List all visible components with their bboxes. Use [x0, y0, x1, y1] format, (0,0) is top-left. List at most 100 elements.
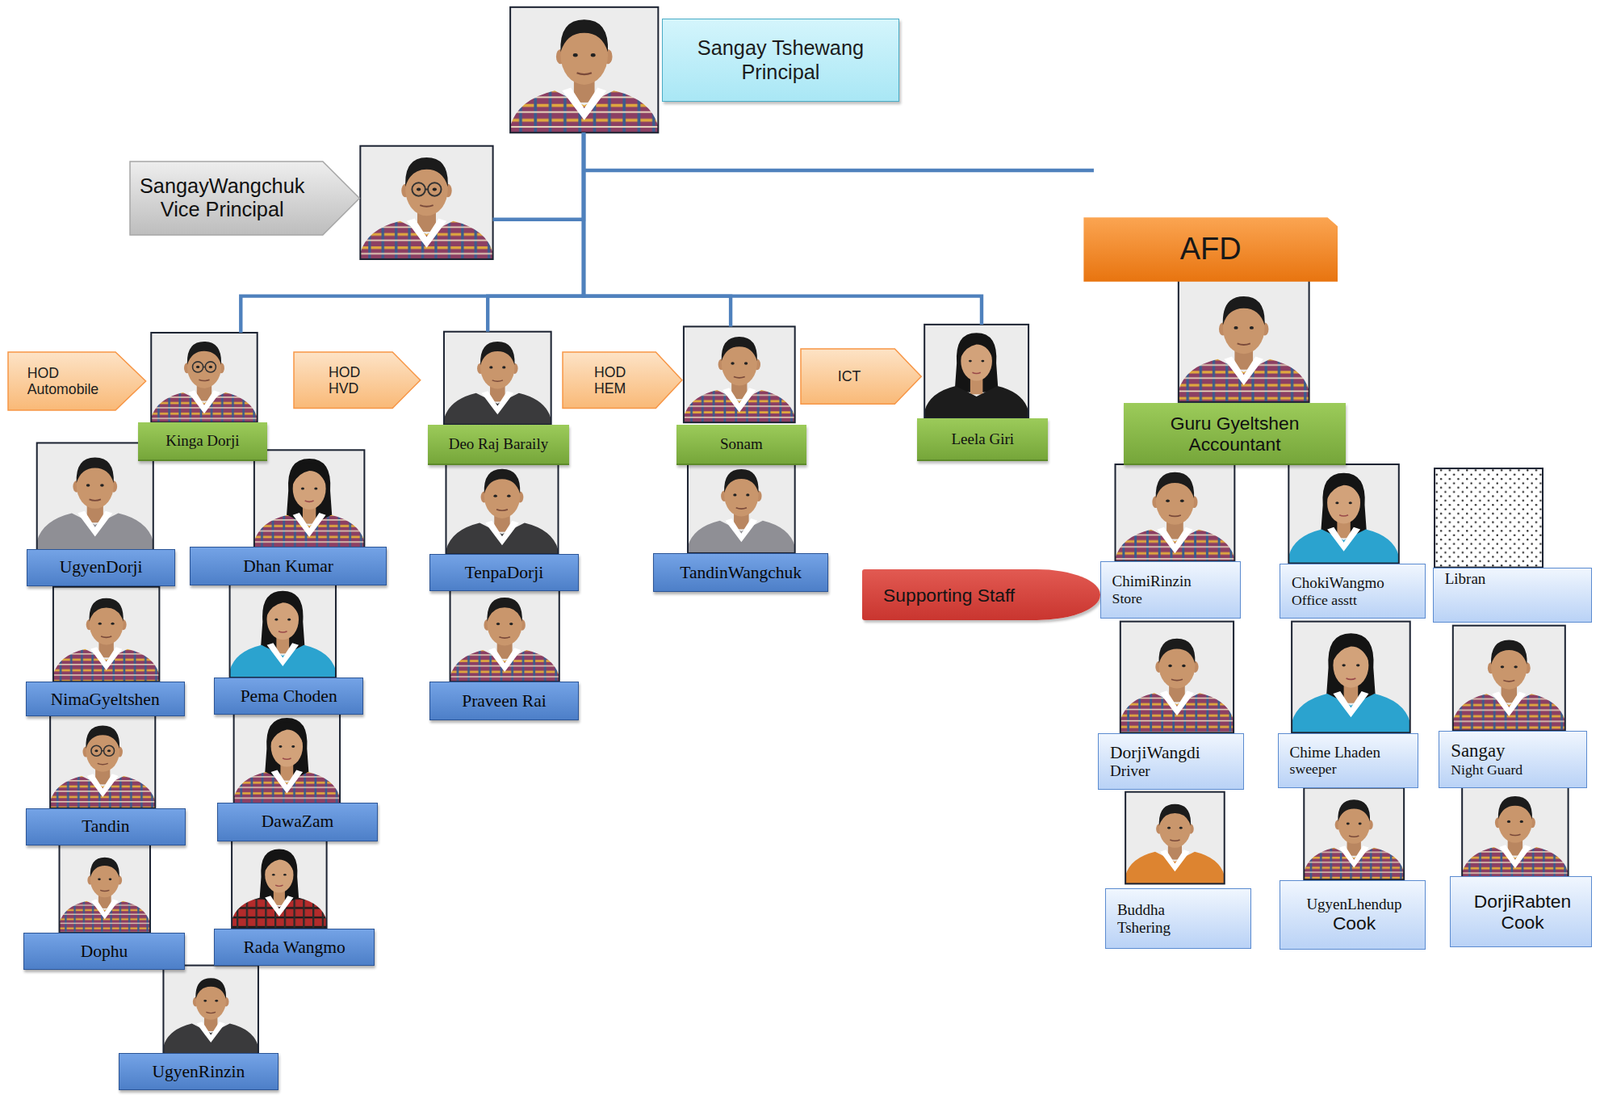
- name-plate: Deo Raj Baraily: [427, 424, 570, 466]
- person-card: Dhan Kumar: [189, 449, 387, 586]
- staff-name-plate: Pema Choden: [213, 677, 364, 715]
- portrait: [37, 438, 154, 555]
- support-name-plate: ChokiWangmoOffice asstt: [1279, 563, 1426, 619]
- photo-frame: [1178, 279, 1310, 403]
- photo-frame: [163, 965, 259, 1056]
- portrait: [1434, 463, 1543, 572]
- portrait: [1288, 458, 1399, 569]
- role-text: Vice Principal: [136, 197, 309, 222]
- name-text: Supporting Staff: [883, 584, 1093, 606]
- name-text: NimaGyeltshen: [31, 689, 180, 710]
- person-card: DawaZam: [217, 710, 378, 842]
- staff-name-plate: DawaZam: [217, 802, 378, 842]
- department-arrow: HOD HEM: [562, 351, 683, 409]
- org-connector: [583, 132, 982, 325]
- department-arrow: HOD Automobile: [8, 351, 147, 411]
- role-text: Driver: [1109, 762, 1236, 780]
- name-text: Pema Choden: [219, 686, 358, 707]
- photo-frame: [59, 843, 151, 933]
- name-text: ICT: [837, 368, 862, 385]
- staff-name-plate: Dophu: [23, 932, 185, 970]
- photo-frame: [1291, 621, 1411, 733]
- role-text: Cook: [1461, 911, 1584, 933]
- portrait: [443, 324, 552, 432]
- arrow-outline: [129, 161, 360, 235]
- person-card: NimaGyeltshen: [25, 586, 185, 717]
- name-text: UgyenRinzin: [124, 1061, 274, 1082]
- portrait: [1291, 617, 1411, 737]
- role-text: Night Guard: [1450, 761, 1578, 778]
- portrait: [924, 319, 1029, 424]
- role-arrow: SangayWangchukVice Principal: [129, 161, 360, 235]
- org-connector: [493, 132, 585, 219]
- support-name-plate: Chime Lhadensweeper: [1277, 732, 1419, 788]
- portrait: [1461, 779, 1568, 885]
- person-card: TandinWangchuk: [653, 458, 829, 593]
- department-arrow: HOD HVD: [293, 351, 421, 409]
- photo-frame: [1114, 464, 1235, 562]
- staff-name-plate: NimaGyeltshen: [25, 681, 185, 717]
- person-card: Leela Giri: [917, 324, 1048, 461]
- role-text: Principal: [667, 60, 893, 84]
- name-text: Kinga Dorji: [142, 431, 264, 450]
- name-text: DorjiRabten: [1461, 890, 1584, 912]
- photo-frame: [1125, 791, 1225, 884]
- support-name-plate: DorjiRabtenCook: [1449, 875, 1592, 948]
- person-card: Pema Choden: [213, 582, 364, 716]
- portrait: [254, 443, 365, 554]
- name-text: UgyenDorji: [32, 557, 171, 578]
- support-name-plate: DorjiWangdiDriver: [1097, 732, 1244, 791]
- staff-name-plate: UgyenDorji: [26, 548, 176, 587]
- person-card: Buddha Tshering: [1105, 791, 1252, 950]
- name-text: AFD: [1088, 231, 1333, 268]
- staff-name-plate: Praveen Rai: [429, 681, 579, 721]
- photo-frame: [1120, 621, 1234, 733]
- person-card: TenpaDorji: [429, 460, 579, 591]
- name-text: Rada Wangmo: [219, 937, 369, 958]
- name-text: DorjiWangdi: [1109, 742, 1236, 763]
- support-name-plate: Buddha Tshering: [1105, 887, 1252, 950]
- person-card: ChokiWangmoOffice asstt: [1279, 464, 1426, 619]
- person-card: Tandin: [25, 714, 187, 846]
- name-text: Guru Gyeltshen: [1128, 412, 1342, 434]
- person-card: UgyenDorji: [26, 443, 176, 587]
- department-arrow: ICT: [800, 348, 922, 404]
- person-card: DorjiRabtenCook: [1449, 787, 1592, 948]
- support-name-plate: UgyenLhendupCook: [1279, 879, 1426, 950]
- portrait: [163, 962, 259, 1058]
- person-card: UgyenRinzin: [118, 965, 280, 1091]
- photo-frame: [450, 587, 560, 682]
- person-card: Praveen Rai: [429, 587, 579, 721]
- department-arrow: ICT: [800, 348, 922, 404]
- arrow-outline: [562, 351, 683, 409]
- person-card: Guru GyeltshenAccountant: [1123, 279, 1347, 465]
- photo-frame: [254, 449, 365, 549]
- staff-name-plate: Dhan Kumar: [189, 546, 387, 586]
- department-arrow: HOD HEM: [562, 351, 683, 409]
- role-text: Cook: [1291, 912, 1417, 934]
- staff-name-plate: TenpaDorji: [429, 553, 579, 591]
- name-text: Libran: [1445, 569, 1584, 588]
- person-card: SangayNight Guard: [1438, 625, 1587, 788]
- photo-frame: [445, 460, 558, 554]
- name-text: HOD Automobile: [27, 364, 99, 398]
- person-card: Rada Wangmo: [213, 839, 375, 966]
- name-text: Chime Lhaden: [1290, 743, 1410, 762]
- photo-frame: [50, 714, 155, 809]
- photo-frame: [234, 710, 340, 805]
- name-plate: Kinga Dorji: [138, 422, 269, 461]
- photo-frame: [360, 146, 493, 260]
- section-band: AFD: [1083, 217, 1338, 282]
- portrait: [360, 136, 493, 269]
- title-callout: Sangay TshewangPrincipal: [661, 18, 899, 103]
- photo-frame: [231, 839, 327, 929]
- person-card: Sonam: [676, 326, 807, 466]
- portrait: [234, 703, 340, 810]
- portrait: [1114, 452, 1235, 573]
- portrait: [445, 451, 558, 564]
- photo-frame: [1303, 787, 1404, 880]
- arrow-outline: [800, 348, 922, 404]
- name-plate: Guru GyeltshenAccountant: [1123, 402, 1347, 465]
- portrait: [230, 577, 336, 683]
